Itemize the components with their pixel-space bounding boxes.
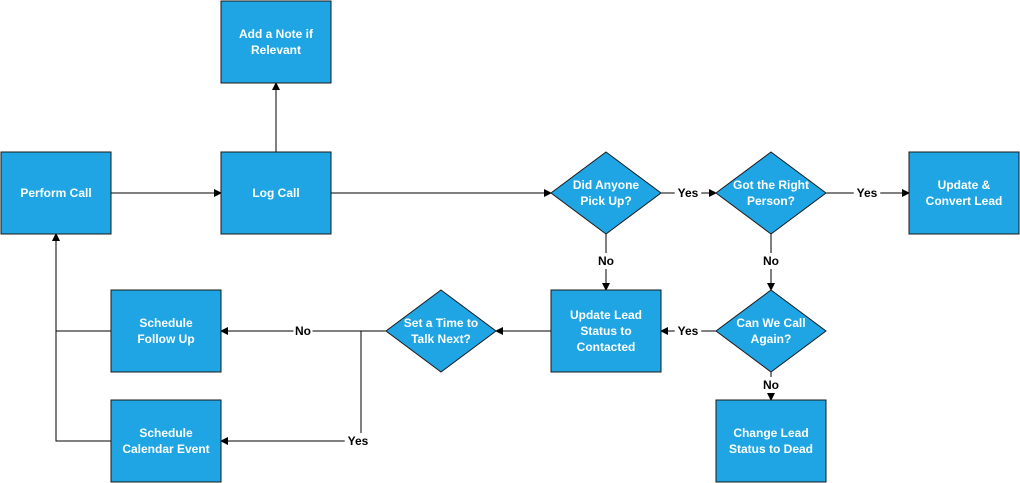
- edge-label-call_again-no: No: [761, 377, 781, 393]
- node-label: Status to: [580, 324, 631, 338]
- edge-followup-to-perform: [52, 233, 111, 332]
- edge-calendar-to-perform: [52, 233, 111, 442]
- edge-label-right_person-no: No: [761, 253, 781, 269]
- node-set-time: Set a Time to Talk Next?: [385, 289, 497, 373]
- node-label: Can We Call: [736, 316, 805, 330]
- node-label: Change Lead: [733, 426, 808, 440]
- edge-set_time-to-calendar: [220, 330, 386, 445]
- node-label: Update &: [938, 178, 991, 192]
- edge-label-right_person-yes: Yes: [853, 185, 881, 201]
- svg-text:Yes: Yes: [857, 186, 878, 200]
- node-label: Follow Up: [137, 332, 194, 346]
- node-label: Again?: [751, 332, 792, 346]
- node-label: Log Call: [252, 186, 299, 200]
- svg-text:No: No: [598, 254, 614, 268]
- node-label: Contacted: [577, 340, 636, 354]
- node-label: Perform Call: [20, 186, 91, 200]
- svg-text:No: No: [763, 254, 779, 268]
- node-label: Person?: [747, 194, 795, 208]
- svg-text:Yes: Yes: [678, 324, 699, 338]
- node-label: Relevant: [251, 43, 301, 57]
- node-label: Talk Next?: [411, 332, 471, 346]
- svg-text:No: No: [295, 324, 311, 338]
- edge-label-set_time-no: No: [293, 323, 313, 339]
- node-label: Set a Time to: [404, 316, 478, 330]
- node-label: Schedule: [139, 316, 193, 330]
- node-perform: Perform Call: [0, 151, 112, 235]
- edge-label-pickup-no: No: [596, 253, 616, 269]
- node-label: Pick Up?: [580, 194, 631, 208]
- node-log: Log Call: [220, 151, 332, 235]
- node-note: Add a Note if Relevant: [220, 0, 332, 84]
- node-label: Schedule: [139, 426, 193, 440]
- node-label: Status to Dead: [729, 442, 813, 456]
- svg-text:Yes: Yes: [678, 186, 699, 200]
- edges-layer: [52, 82, 910, 445]
- node-label: Add a Note if: [239, 27, 314, 41]
- svg-text:No: No: [763, 378, 779, 392]
- node-label: Got the Right: [733, 178, 809, 192]
- edge-label-set_time-yes: Yes: [344, 433, 372, 449]
- node-convert: Update & Convert Lead: [908, 151, 1020, 235]
- edge-label-pickup-yes: Yes: [674, 185, 702, 201]
- svg-text:Yes: Yes: [348, 434, 369, 448]
- node-label: Calendar Event: [122, 442, 209, 456]
- edge-label-call_again-yes: Yes: [674, 323, 702, 339]
- node-label: Convert Lead: [926, 194, 1003, 208]
- node-label: Did Anyone: [573, 178, 640, 192]
- node-label: Update Lead: [570, 308, 642, 322]
